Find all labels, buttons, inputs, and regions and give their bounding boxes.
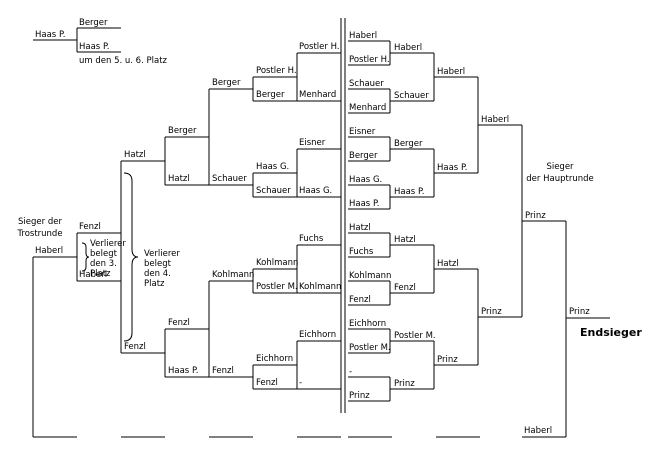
right-r1-name: Kohlmann (349, 271, 391, 281)
brace-small-text: Verlierer (90, 239, 126, 249)
right-r1-name: Haas P. (349, 199, 379, 209)
left-r2-name: Kohlmann (256, 258, 298, 268)
right-r1-name: Fuchs (349, 247, 374, 257)
right-r2-name: Postler M. (394, 331, 436, 341)
left-r1-name: Haas G. (299, 186, 332, 196)
left-r4-name: Hatzl (168, 174, 190, 184)
right-r1-name: Postler M. (349, 343, 391, 353)
final-top-name: Prinz (569, 307, 590, 317)
right-r1-name: Haberl (349, 31, 377, 41)
left-r3-name: Berger (212, 78, 241, 88)
right-r2-name: Fenzl (394, 283, 416, 293)
right-r1-name: Eichhorn (349, 319, 386, 329)
overall-winner-label: Endsieger (580, 326, 642, 339)
left-r2-name: Eichhorn (256, 354, 293, 364)
final-bottom-name: Haberl (524, 426, 552, 436)
right-r2-name: Schauer (394, 91, 429, 101)
right-r1-name: Fenzl (349, 295, 371, 305)
right-r2-name: Prinz (394, 379, 415, 389)
brace-big-text: Verlierer (144, 249, 180, 259)
brace-big-text: den 4. (144, 269, 171, 279)
left-r1-name: Menhard (299, 90, 336, 100)
consolation-caption: um den 5. u. 6. Platz (79, 56, 168, 66)
right-r3-name: Hatzl (437, 259, 459, 269)
right-r4-name: Prinz (481, 307, 502, 317)
left-r1-name: Postler H. (299, 42, 340, 52)
left-r1-name: Eisner (299, 138, 326, 148)
winner-main-label: Sieger (546, 162, 574, 172)
left-r3-name: Schauer (212, 174, 247, 184)
left-r2-name: Postler H. (256, 66, 297, 76)
left-r2-name: Fenzl (256, 378, 278, 388)
right-r1-name: Postler H. (349, 55, 390, 65)
left-r4-name: Berger (168, 126, 197, 136)
left-r2-name: Berger (256, 90, 285, 100)
consolation-top-name: Berger (79, 18, 108, 28)
left-r2-name: Postler M. (256, 282, 298, 292)
brace-big (123, 172, 139, 342)
right-r1-name: Prinz (349, 391, 370, 401)
right-r1-name: Menhard (349, 103, 386, 113)
left-final-top-name: Fenzl (79, 222, 101, 232)
left-winner-name: Haberl (35, 246, 63, 256)
left-r4-name: Fenzl (168, 318, 190, 328)
right-r1-name: Haas G. (349, 175, 382, 185)
consolation-bottom-name: Haas P. (79, 42, 109, 52)
right-r3-name: Prinz (437, 355, 458, 365)
left-r3-name: Fenzl (212, 366, 234, 376)
right-r1-name: - (349, 367, 352, 377)
brace-small-text: den 3. (90, 259, 117, 269)
brace-big-text: Platz (144, 279, 165, 289)
left-r5-name: Fenzl (124, 342, 146, 352)
bracket-lines (32, 18, 610, 438)
winner-main-label: der Hauptrunde (526, 174, 593, 184)
right-r2-name: Berger (394, 139, 423, 149)
brace-big-text: belegt (144, 259, 172, 269)
left-r1-name: - (299, 378, 302, 388)
winner-consolation-label: Trostrunde (16, 229, 62, 239)
right-r1-name: Hatzl (349, 223, 371, 233)
left-r1-name: Eichhorn (299, 330, 336, 340)
left-r1-name: Fuchs (299, 234, 324, 244)
right-r2-name: Haas P. (394, 187, 424, 197)
left-final-bottom-name: Haberl (79, 270, 107, 280)
right-r2-name: Hatzl (394, 235, 416, 245)
left-r2-name: Schauer (256, 186, 291, 196)
consolation-player-name: Haas P. (35, 30, 65, 40)
right-r3-name: Haas P. (437, 163, 467, 173)
brace-small-text: belegt (90, 249, 118, 259)
left-r5-name: Hatzl (124, 150, 146, 160)
winner-consolation-label: Sieger der (18, 217, 62, 227)
brace-small-text: Platz (90, 269, 111, 279)
left-r3-name: Kohlmann (212, 270, 254, 280)
right-r3-name: Haberl (437, 67, 465, 77)
right-r1-name: Schauer (349, 79, 384, 89)
right-r2-name: Haberl (394, 43, 422, 53)
left-r1-name: Kohlmann (299, 282, 341, 292)
right-r5-name: Prinz (525, 211, 546, 221)
left-r2-name: Haas G. (256, 162, 289, 172)
right-r1-name: Eisner (349, 127, 376, 137)
right-r1-name: Berger (349, 151, 378, 161)
right-r4-name: Haberl (481, 115, 509, 125)
left-r4-name: Haas P. (168, 366, 198, 376)
brace-small (81, 242, 90, 272)
